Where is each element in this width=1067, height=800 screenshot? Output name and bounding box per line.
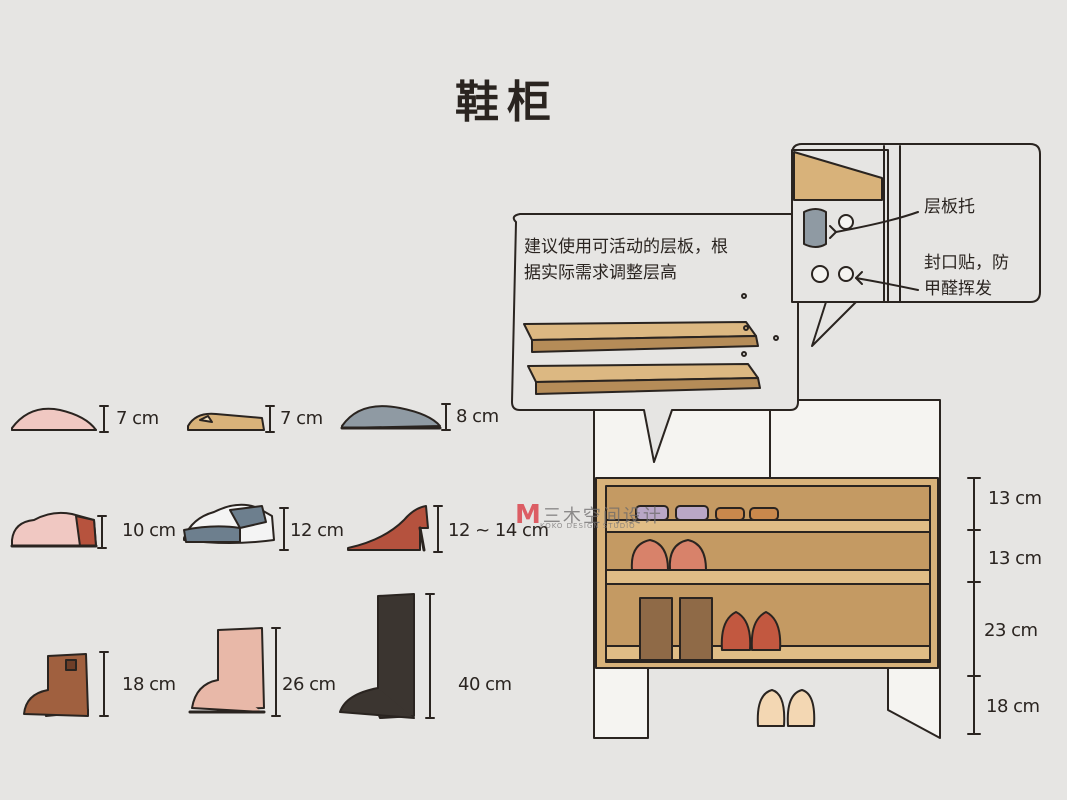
flat-shoe-height-label: 7 cm [280,408,323,429]
watermark-subtext: KOKO DESIGN STUDIO [540,522,636,530]
sneaker-height-label: 10 cm [122,520,176,541]
tall-boot-icon [339,593,415,719]
cabinet-level-1-label: 13 cm [988,488,1042,509]
shelf-note-line2: 据实际需求调整层高 [524,263,677,283]
slipper-icon [11,407,97,431]
sneaker-icon [10,511,98,548]
house-slipper-icon [340,405,442,430]
running-shoe-height-label: 12 cm [290,520,344,541]
cabinet [593,399,941,739]
high-heel-height-label: 12 ~ 14 cm [448,520,549,541]
detail-bubble [791,143,1041,347]
seal-note: 封口贴，防 甲醛挥发 [924,250,1009,302]
seal-note-line1: 封口贴，防 [924,253,1009,273]
running-shoe-icon [183,503,275,544]
mid-boot-height-label: 26 cm [282,674,336,695]
cabinet-measure [967,477,981,735]
shelf-note: 建议使用可活动的层板，根 据实际需求调整层高 [524,234,728,286]
cabinet-level-3-label: 23 cm [984,620,1038,641]
ankle-boot-height-label: 18 cm [122,674,176,695]
seal-note-line2: 甲醛挥发 [924,279,992,299]
shelf-note-line1: 建议使用可活动的层板，根 [524,237,728,257]
slipper-height-label: 7 cm [116,408,159,429]
measure-brackets [97,403,451,719]
watermark: M 三木空间设计 [515,500,663,530]
bracket-note: 层板托 [924,197,975,217]
shelf-bubble [511,213,799,463]
mid-boot-icon [188,627,266,714]
watermark-mark: M [515,500,541,530]
tall-boot-height-label: 40 cm [458,674,512,695]
flat-shoe-icon [187,412,265,431]
cabinet-level-2-label: 13 cm [988,548,1042,569]
high-heel-icon [347,505,429,552]
cabinet-level-4-label: 18 cm [986,696,1040,717]
page-title: 鞋柜 [455,77,559,128]
watermark-text: 三木空间设计 [542,506,663,527]
house-slipper-height-label: 8 cm [456,406,499,427]
ankle-boot-icon [23,653,89,717]
